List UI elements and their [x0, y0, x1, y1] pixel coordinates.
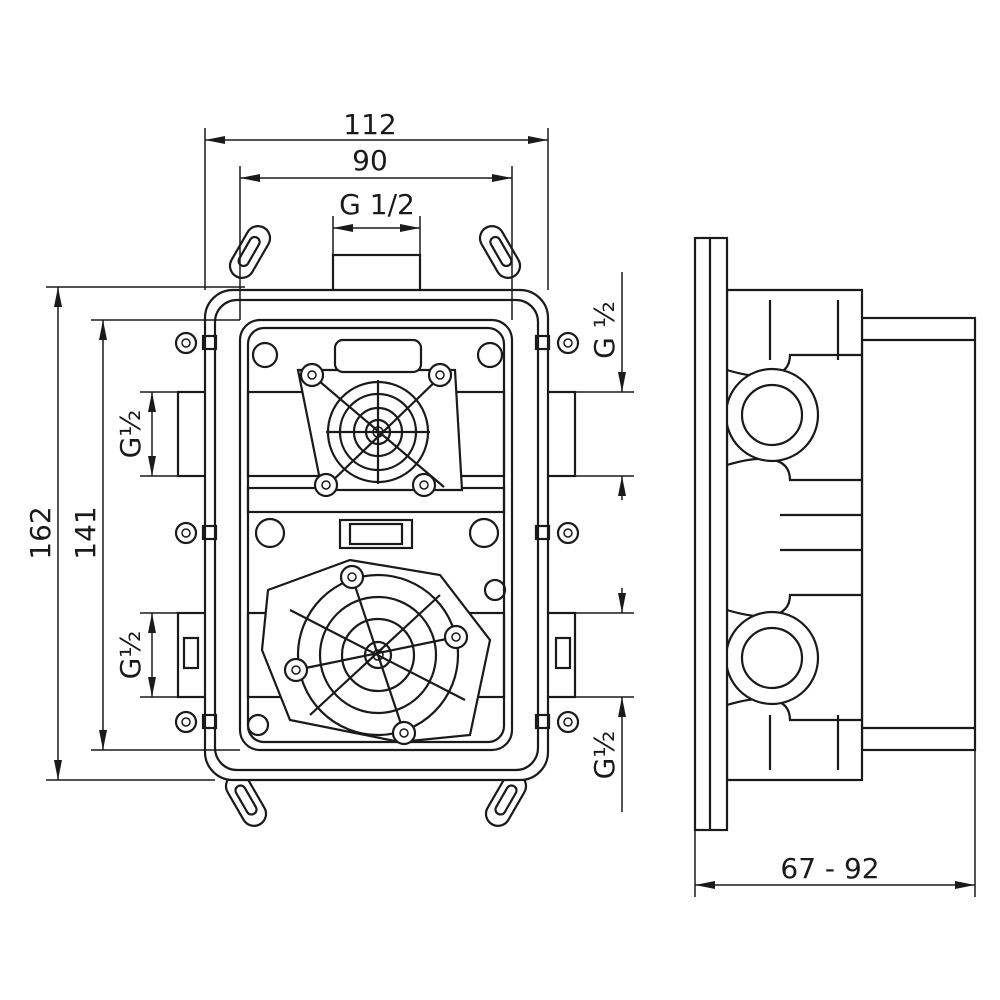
- dimension-lines: [46, 128, 976, 897]
- dimension-labels: 112 90 G 1/2 162 141 G½ G½ G ½ G½ 67 - 9…: [24, 108, 880, 885]
- side-body: [725, 288, 864, 782]
- left-upper-pipe: [176, 390, 210, 478]
- dim-depth-range: 67 - 92: [780, 852, 879, 885]
- side-port-lower: [724, 610, 820, 706]
- top-pipe: [331, 253, 422, 295]
- dim-height-outer: 162: [24, 506, 57, 559]
- dim-width-outer: 112: [343, 108, 396, 141]
- dim-width-inner: 90: [352, 144, 388, 177]
- front-view: [174, 225, 580, 827]
- screw-lugs: [174, 331, 580, 734]
- side-port-upper: [724, 367, 820, 463]
- side-view: [693, 236, 977, 832]
- dim-top-connection: G 1/2: [339, 188, 415, 221]
- dim-left-upper-connection: G½: [114, 410, 147, 459]
- dim-left-lower-connection: G½: [114, 631, 147, 680]
- right-upper-pipe: [543, 390, 577, 478]
- dim-right-lower-connection: G½: [588, 731, 621, 780]
- dim-right-upper-connection: G ½: [588, 301, 621, 359]
- left-lower-pipe: [176, 611, 210, 699]
- valve-body: [246, 338, 507, 746]
- rear-housing: [860, 316, 977, 752]
- dim-height-inner: 141: [69, 506, 102, 559]
